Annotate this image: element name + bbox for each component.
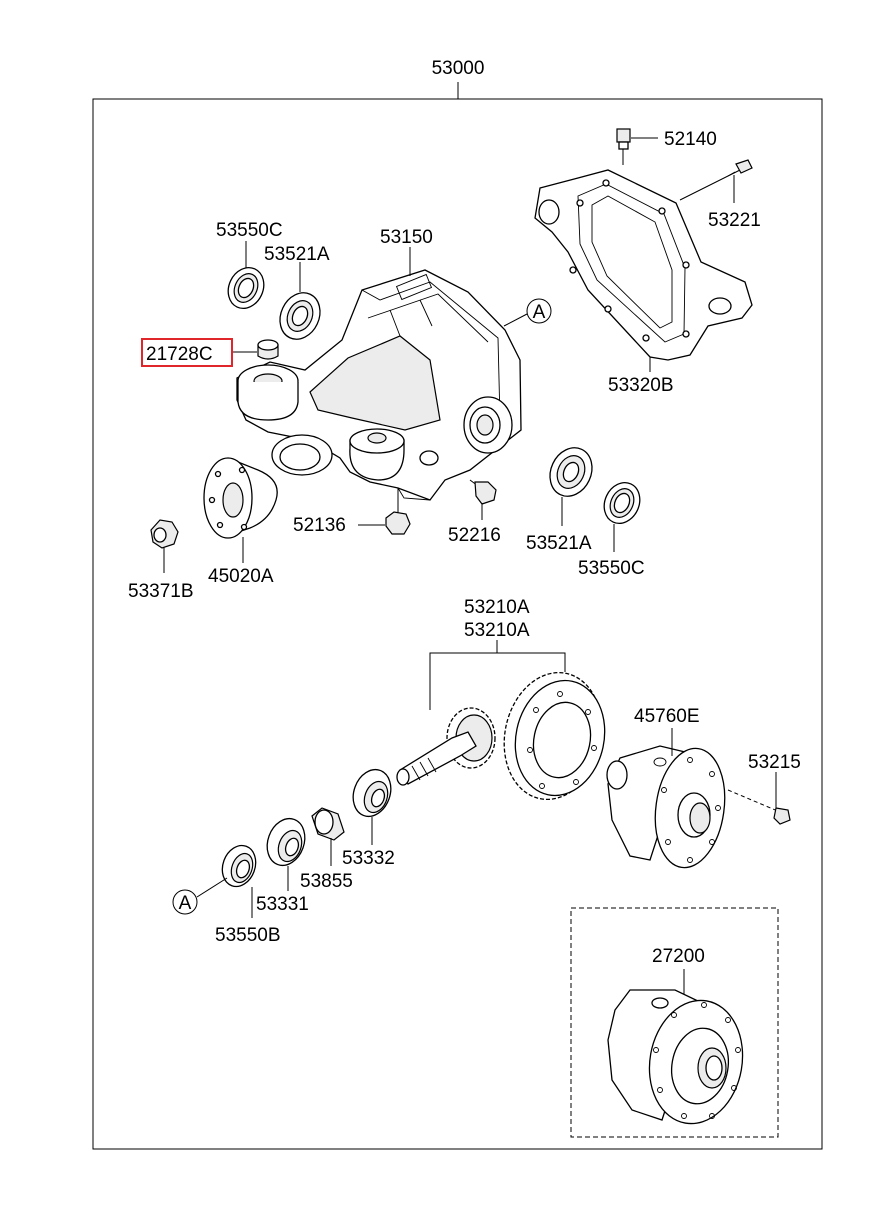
label-21728c[interactable]: 21728C bbox=[146, 344, 213, 365]
label-52136[interactable]: 52136 bbox=[293, 515, 346, 536]
label-53521a-right[interactable]: 53521A bbox=[526, 533, 592, 554]
ref-circle-a-top bbox=[526, 298, 552, 324]
seal-53550b bbox=[221, 844, 257, 888]
label-53332[interactable]: 53332 bbox=[342, 848, 395, 869]
label-53550c-top[interactable]: 53550C bbox=[216, 220, 283, 241]
bearing-53521a-top bbox=[279, 292, 321, 340]
label-45760e[interactable]: 45760E bbox=[634, 706, 700, 727]
inset-box bbox=[570, 907, 779, 1138]
label-53331[interactable]: 53331 bbox=[256, 894, 309, 915]
label-52140[interactable]: 52140 bbox=[664, 129, 717, 150]
carrier-housing-drawing bbox=[236, 269, 522, 501]
differential-case-45760e bbox=[606, 745, 726, 869]
nut-53371b bbox=[150, 519, 179, 549]
assembly-number[interactable]: 53000 bbox=[432, 58, 485, 79]
bolt-53215 bbox=[727, 789, 791, 825]
label-27200[interactable]: 27200 bbox=[652, 946, 705, 967]
ref-a-bottom-label[interactable]: A bbox=[179, 893, 192, 914]
label-53320b[interactable]: 53320B bbox=[608, 375, 674, 396]
diagram-frame bbox=[92, 98, 823, 1150]
label-53210a-2[interactable]: 53210A bbox=[464, 620, 530, 641]
bearing-53332 bbox=[352, 768, 392, 818]
plug-52216 bbox=[469, 479, 497, 505]
flange-45020a bbox=[203, 457, 278, 539]
label-53855[interactable]: 53855 bbox=[300, 871, 353, 892]
label-53150[interactable]: 53150 bbox=[380, 227, 433, 248]
limited-slip-differential-27200 bbox=[607, 989, 744, 1125]
label-53215[interactable]: 53215 bbox=[748, 752, 801, 773]
rear-cover-drawing bbox=[534, 169, 753, 361]
label-45020a[interactable]: 45020A bbox=[208, 566, 274, 587]
bearing-53521a-right bbox=[549, 447, 593, 497]
seal-53550c-right bbox=[603, 482, 641, 524]
label-53550c-right[interactable]: 53550C bbox=[578, 558, 645, 579]
label-53371b[interactable]: 53371B bbox=[128, 581, 194, 602]
bolt-52136 bbox=[385, 488, 411, 535]
label-53521a-top[interactable]: 53521A bbox=[264, 244, 330, 265]
bearing-53331 bbox=[266, 817, 306, 867]
pinion-gear-drawing bbox=[396, 707, 496, 786]
seal-53550c-top bbox=[227, 267, 265, 309]
spacer-21728c bbox=[257, 339, 279, 360]
plug-bolt-52140 bbox=[616, 128, 631, 165]
label-53221[interactable]: 53221 bbox=[708, 210, 761, 231]
spacer-53855 bbox=[311, 807, 345, 841]
bolt-53221 bbox=[679, 159, 753, 201]
highlight-box-21728c bbox=[141, 338, 233, 367]
ref-a-top-label[interactable]: A bbox=[533, 302, 546, 323]
ring-gear-drawing bbox=[503, 671, 606, 801]
label-52216[interactable]: 52216 bbox=[448, 525, 501, 546]
label-53210a-1[interactable]: 53210A bbox=[464, 597, 530, 618]
ref-circle-a-bottom bbox=[172, 889, 198, 915]
label-53550b[interactable]: 53550B bbox=[215, 925, 281, 946]
